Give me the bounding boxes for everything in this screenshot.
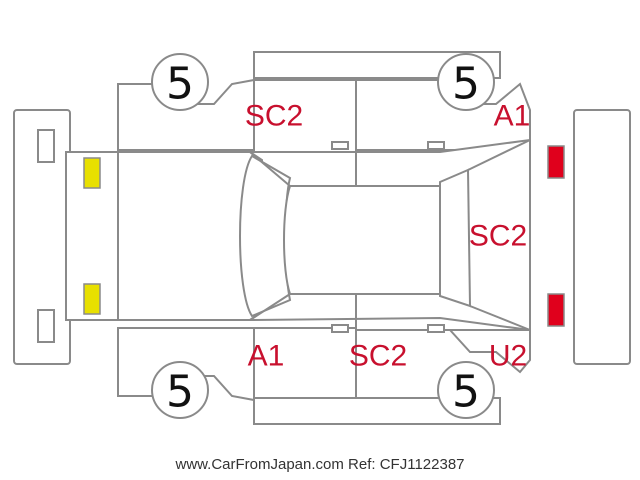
damage-code-roof-top-left: SC2 [245,100,303,133]
wheel-front-right: 5 [151,361,209,419]
rear-left-lamp-marker [547,145,565,179]
wheel-grade-rear-right: 5 [452,367,480,418]
wheel-grade-front-left: 5 [166,59,194,110]
rear-bumper [573,109,631,365]
rear-right-lamp-marker [547,293,565,327]
front-bumper [13,109,71,365]
damage-code-bottom-middle-door: SC2 [349,340,407,373]
front-left-lamp-marker [83,157,101,189]
wheel-grade-rear-left: 5 [452,59,480,110]
damage-code-rear-panel: SC2 [469,220,527,253]
wheel-grade-front-right: 5 [166,367,194,418]
front-right-lamp-marker [83,283,101,315]
wheel-rear-left: 5 [437,53,495,111]
wheel-front-left: 5 [151,53,209,111]
car-body-top-view [65,138,531,332]
damage-code-top-right-corner: A1 [494,100,531,133]
damage-code-bottom-right-corner: U2 [489,340,527,373]
damage-code-bottom-left-door: A1 [248,340,285,373]
wheel-rear-right: 5 [437,361,495,419]
watermark-reference: www.CarFromJapan.com Ref: CFJ1122387 [175,456,465,473]
